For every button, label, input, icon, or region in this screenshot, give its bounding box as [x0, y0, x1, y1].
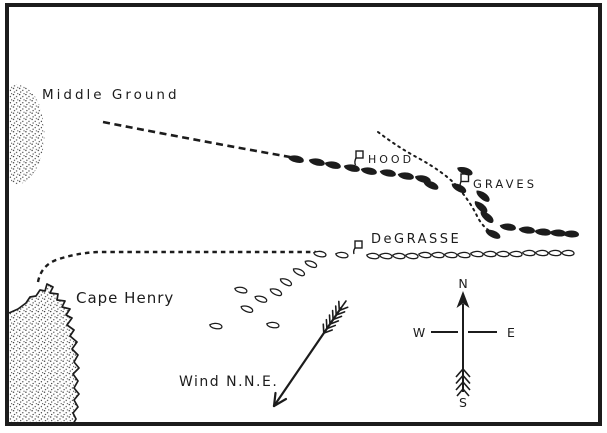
graves-label: GRAVES — [473, 177, 537, 191]
french-ship — [313, 250, 327, 258]
wind-arrow-stroke — [335, 311, 346, 316]
british-ship — [423, 180, 439, 190]
french-ship — [482, 250, 497, 258]
french-ship — [508, 250, 523, 258]
wind-arrow-stroke — [329, 320, 340, 325]
french-ship — [254, 295, 268, 303]
compass-north-arrowhead — [456, 291, 470, 308]
british-ship — [397, 172, 414, 180]
french-ship — [209, 322, 223, 330]
compass-south-fletching — [455, 367, 471, 397]
wind-arrow-stroke — [322, 323, 325, 334]
degrasse-label: DeGRASSE — [371, 232, 461, 247]
middle-ground-shoal — [9, 84, 45, 185]
wind-arrow-stroke — [322, 329, 333, 334]
french-ship — [495, 250, 510, 258]
wind-arrow-stroke — [334, 305, 338, 316]
french-ship — [534, 249, 549, 257]
british-ship — [287, 155, 304, 163]
british-approach-track — [102, 120, 291, 159]
french-ship — [560, 249, 575, 257]
british-ship — [451, 183, 467, 194]
wind-arrow-stroke — [340, 300, 347, 309]
french-ship — [392, 252, 406, 260]
hood-label: HOOD — [368, 153, 414, 166]
french-ship — [470, 250, 484, 258]
french-ship — [521, 249, 536, 257]
hood-flag-marker — [354, 150, 364, 166]
french-ship — [234, 286, 248, 294]
compass-west-label: W — [413, 325, 425, 340]
french-ship — [379, 252, 393, 260]
french-ship — [269, 288, 283, 297]
wind-arrow-stroke — [338, 306, 349, 312]
french-ship — [304, 260, 318, 269]
wind-arrow-stroke — [326, 324, 337, 330]
wind-arrow-stroke — [338, 300, 341, 312]
graves-flag-marker — [459, 173, 470, 189]
french-ship — [266, 321, 280, 329]
middle-ground-label: Middle Ground — [42, 87, 180, 103]
compass-north-label: N — [458, 276, 467, 291]
british-ship — [343, 164, 360, 172]
french-fleet-scattered-ships — [209, 260, 318, 330]
british-ship — [474, 201, 488, 214]
wind-label: Wind N.N.E. — [179, 374, 278, 390]
french-ship — [418, 251, 432, 259]
british-ship — [518, 226, 535, 234]
map-border-frame — [5, 3, 602, 426]
british-ship — [379, 169, 396, 177]
british-ship — [549, 229, 566, 237]
french-ship — [292, 268, 306, 277]
degrasse-flag-marker — [352, 240, 363, 255]
wind-arrow-stroke — [332, 315, 343, 321]
wind-arrow-stroke — [272, 306, 343, 408]
wind-arrow-stroke — [331, 309, 334, 321]
british-ship — [308, 158, 325, 166]
british-ship — [360, 167, 377, 175]
british-ship — [485, 229, 501, 239]
british-ship — [480, 211, 494, 224]
wind-arrow-stroke — [325, 318, 328, 330]
british-ship — [562, 230, 579, 238]
french-ship — [444, 251, 458, 259]
french-ship — [366, 252, 380, 260]
british-ship — [457, 167, 473, 176]
french-ship — [405, 252, 419, 260]
compass-east-label: E — [507, 325, 515, 340]
compass-rose: N W E S — [413, 276, 515, 410]
french-ship — [457, 251, 471, 259]
french-fleet-line-ships — [313, 249, 575, 260]
french-exit-track — [36, 250, 316, 283]
french-ship — [547, 249, 562, 257]
british-fleet-ships — [287, 155, 579, 239]
french-ship — [279, 278, 293, 287]
british-ship — [499, 223, 516, 231]
french-ship — [240, 305, 254, 313]
cape-henry-coastline — [8, 283, 80, 425]
compass-south-label: S — [459, 395, 467, 410]
french-ship — [431, 251, 445, 259]
wind-direction-arrow — [272, 300, 349, 408]
cape-henry-landmass — [9, 284, 79, 424]
british-ship — [324, 161, 341, 169]
cape-henry-label: Cape Henry — [76, 289, 174, 307]
british-ship — [534, 228, 551, 236]
british-ship — [476, 190, 490, 202]
wind-arrow-stroke — [328, 314, 331, 325]
wind-arrow-stroke — [272, 397, 288, 408]
wind-arrow-stroke — [272, 391, 277, 408]
french-ship — [335, 251, 349, 259]
